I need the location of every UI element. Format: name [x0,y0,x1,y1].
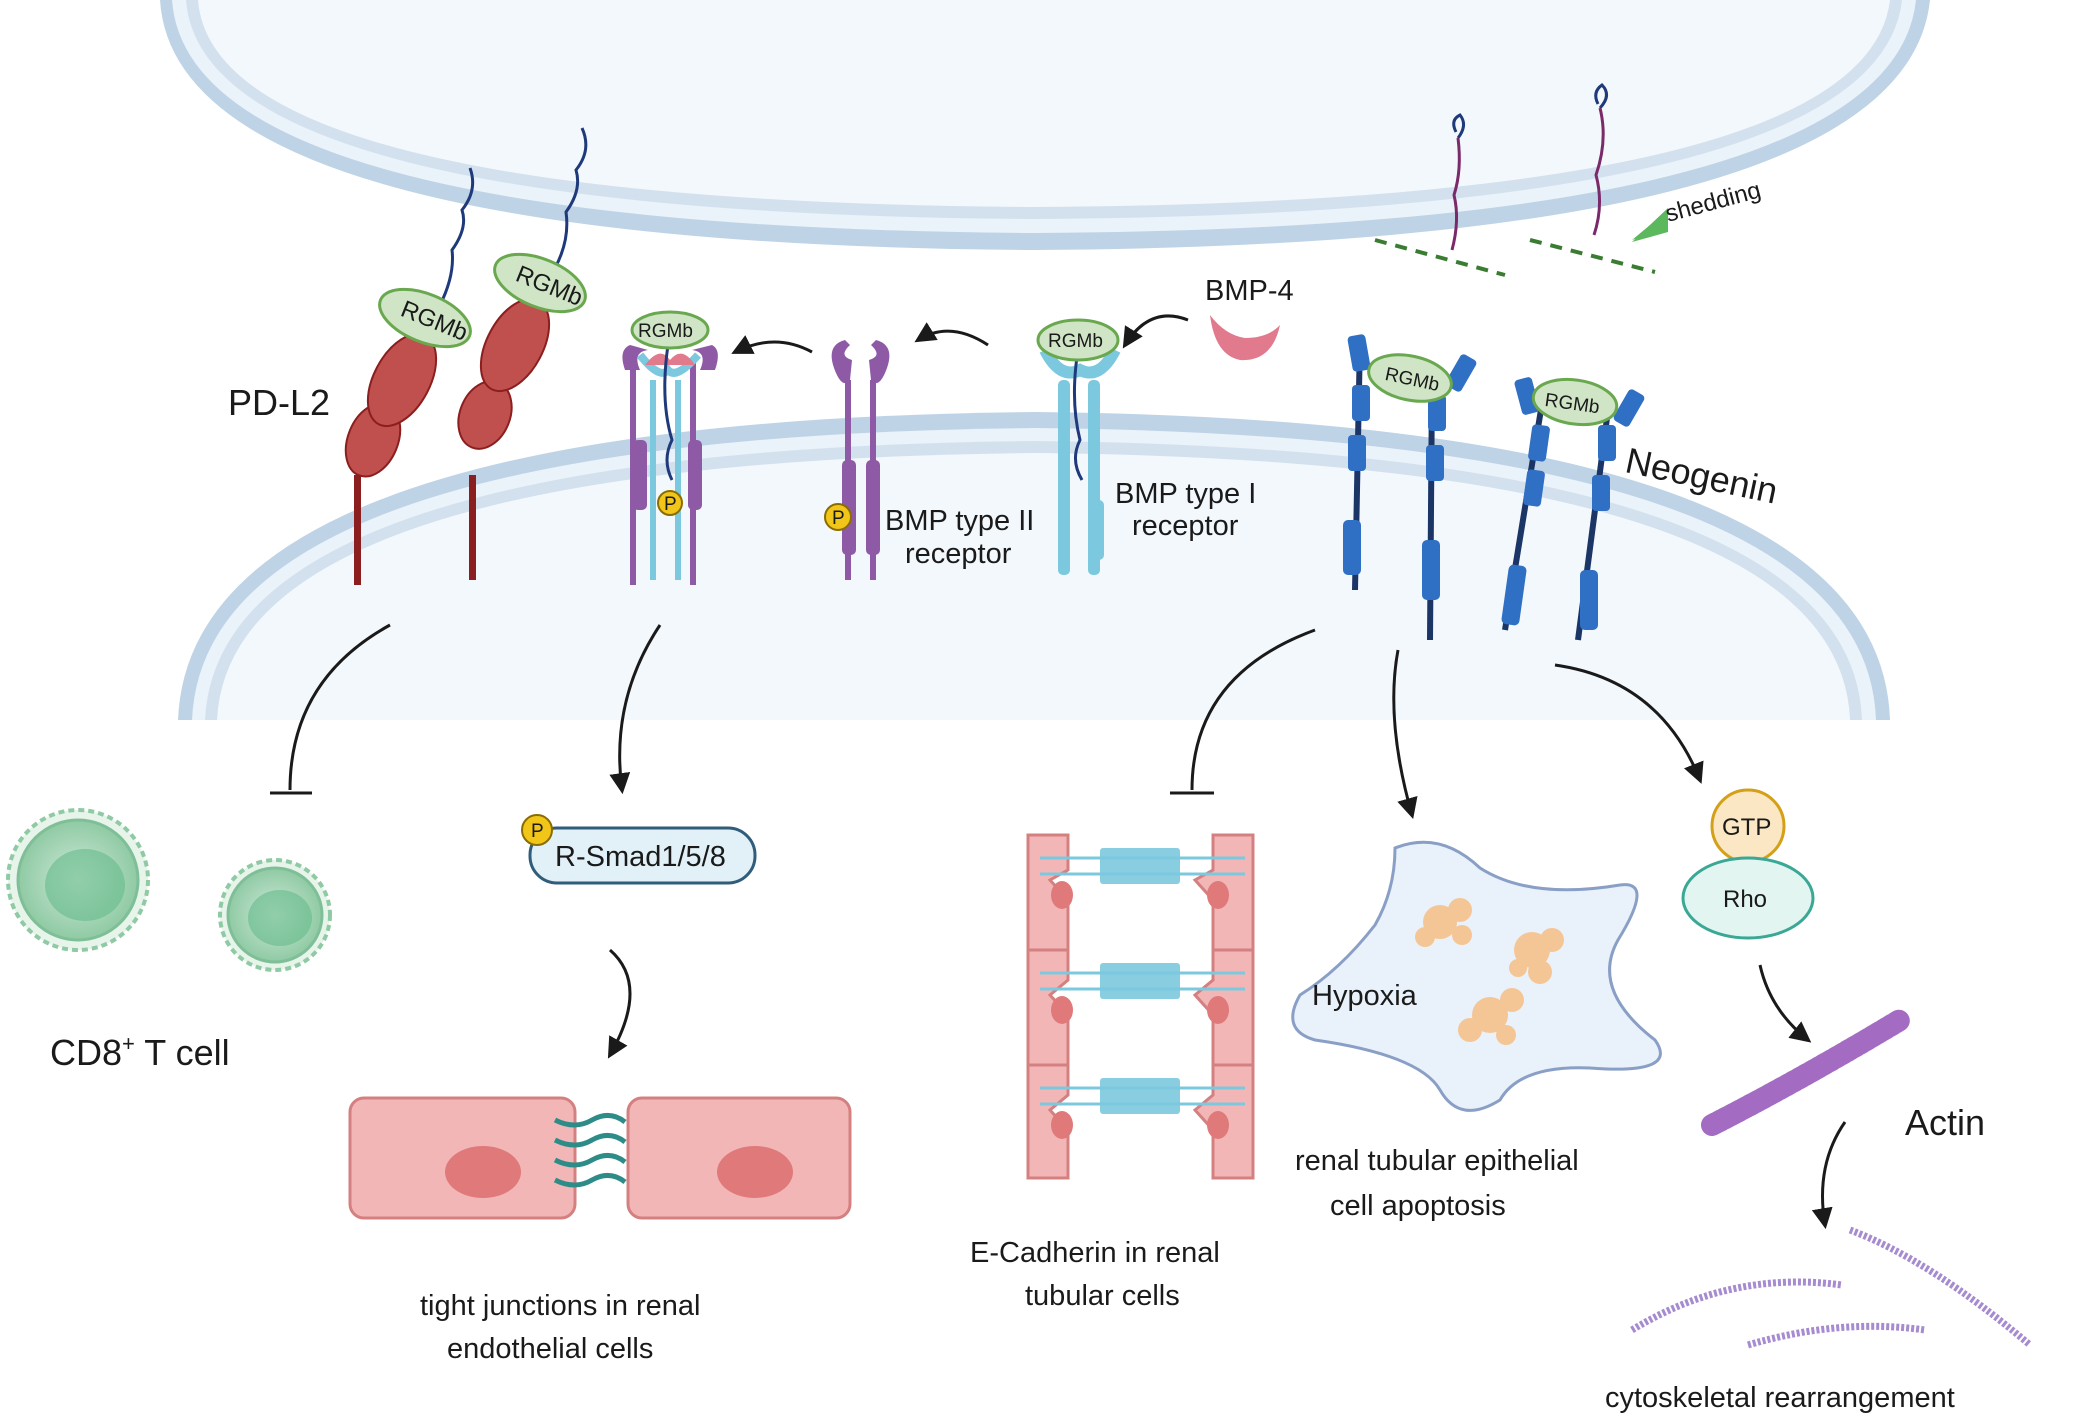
bmp-type2-label-line2: receptor [905,538,1012,570]
apoptosis-label: renal tubular epithelial [1295,1145,1579,1177]
cytoskeletal-filaments [1630,1226,2033,1349]
rho-node [1681,856,1815,940]
inhibit-neogenin-to-ecadherin [1190,628,1316,791]
rho-label: Rho [1723,886,1767,913]
apoptosis-label-line2: cell apoptosis [1330,1190,1506,1222]
endothelial-cells [348,1096,852,1220]
bmp4-label: BMP-4 [1205,275,1294,307]
tight-junction-strands [553,1113,627,1188]
tight-junctions-label-line2: endothelial cells [447,1333,653,1365]
arrow-complex-to-rsmad [609,624,662,795]
phospho-label-type2: P [832,508,845,529]
bmp-type2-label: BMP type II [885,505,1034,537]
gtp-label: GTP [1722,814,1771,841]
bmp-receptor-complex [622,310,718,585]
phospho-label-complex: P [664,494,677,515]
arrow-type2-to-complex [731,335,813,354]
tcell-small [218,858,332,972]
arrow-rho-to-actin [1758,964,1812,1043]
arrow-type1-to-type2 [914,322,989,347]
neogenin-receptor-2 [1501,377,1645,641]
arrow-neogenin-to-apoptosis [1392,649,1418,820]
cytoskeletal-label: cytoskeletal rearrangement [1605,1382,1955,1414]
hypoxia-label: Hypoxia [1312,980,1418,1012]
arrow-actin-to-cytoskeletal [1811,1121,1847,1230]
upper-cell [160,0,1930,250]
actin-filament [1701,1009,1911,1136]
inhibit-pdl2-to-tcell [288,623,391,791]
phospho-icon [521,814,553,846]
cd8-tcell-label: CD8+ T cell [50,1031,230,1073]
shed-rgmb-1 [1374,113,1506,277]
shedding-triangle-fill [1632,208,1668,242]
arrow-neogenin-to-rho [1554,663,1704,784]
pdl2-receptor-2 [457,127,588,580]
rgmb-label-complex: RGMb [638,321,693,342]
lower-cell [178,412,1890,720]
tcell-large [6,808,150,952]
bmp-type1-label: BMP type I [1115,478,1256,510]
actin-label: Actin [1905,1102,1985,1143]
neogenin-receptor-1 [1343,334,1477,641]
apoptotic-cell [1291,840,1662,1112]
rsmad-label: R-Smad1/5/8 [555,841,726,873]
bmp-type1-receptor [1036,318,1121,575]
shed-rgmb-2 [1529,83,1656,274]
phospho-icon [824,503,852,531]
rsmad-box [528,826,757,885]
ecadherin-label: E-Cadherin in renal [970,1237,1220,1269]
arrow-bmp4-to-type1 [1122,314,1189,349]
rgmb-label-type1: RGMb [1048,331,1103,352]
bmp-type1-label-line2: receptor [1132,510,1239,542]
bmp4-ligand [1210,315,1280,361]
arrow-rsmad-to-junctions [607,948,632,1059]
pdl2-receptor-1 [344,167,475,585]
tight-junctions-label: tight junctions in renal [420,1290,701,1322]
pdl2-label: PD-L2 [228,382,330,423]
phospho-icon [657,490,683,516]
bmp-type2-receptor [824,340,890,580]
ecadherin-cells [1026,833,1255,1180]
phospho-label-rsmad: P [531,821,544,842]
ecadherin-label-line2: tubular cells [1025,1280,1180,1312]
ecadherin-bonds [1100,848,1180,1114]
